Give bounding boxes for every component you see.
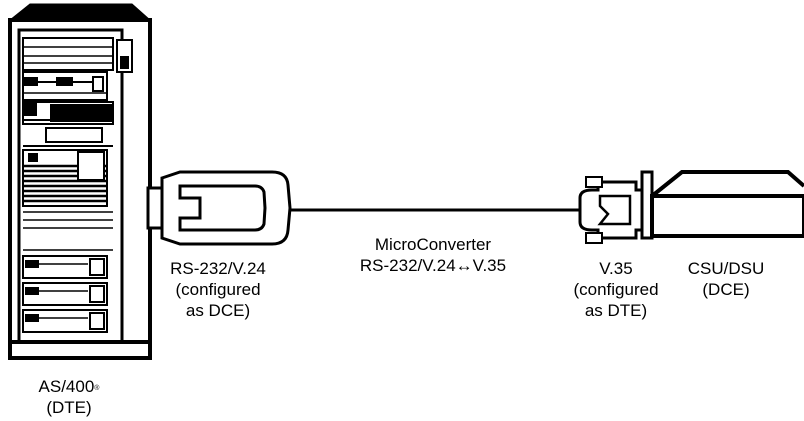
v35-line1: V.35: [599, 259, 633, 278]
csudsu-line1: CSU/DSU: [687, 259, 765, 278]
rs232-flange: [146, 186, 164, 230]
csu-dsu-face: [650, 194, 804, 238]
rs232-plug: [178, 184, 267, 232]
tower-drive-bay: [22, 149, 108, 207]
v35-line3: as DTE): [584, 301, 648, 320]
tower-disk-3: [22, 309, 108, 333]
rs232-line3: as DCE): [185, 301, 251, 320]
v35-inner: [597, 194, 632, 226]
as400-role: (DTE): [46, 398, 92, 417]
v35-connector: [578, 170, 654, 244]
registered-mark: ®: [94, 385, 100, 392]
as400-name: AS/400: [38, 377, 95, 396]
csudsu-label: CSU/DSU (DCE): [676, 258, 776, 300]
tower-plinth: [8, 340, 152, 360]
tower-top-cap: [8, 3, 152, 21]
as400-label: AS/400® (DTE): [18, 376, 120, 418]
microconverter-line1: MicroConverter: [374, 235, 492, 254]
rs232-line2: (configured: [175, 280, 261, 299]
microconverter-line2: RS-232/V.24↔V.35: [359, 256, 507, 275]
tower-unit-1: [22, 37, 114, 71]
tower-disk-2: [22, 282, 108, 306]
as400-name-line: AS/400®: [18, 376, 120, 397]
rs232-line1: RS-232/V.24: [170, 259, 266, 278]
rs232-label: RS-232/V.24 (configured as DCE): [154, 258, 282, 321]
tower-slot: [45, 127, 103, 143]
as400-tower: [8, 3, 152, 360]
csu-dsu-device: [650, 170, 804, 238]
v35-label: V.35 (configured as DTE): [556, 258, 676, 321]
v35-thumbscrew-top: [585, 176, 603, 188]
csudsu-line2: (DCE): [702, 280, 750, 299]
tower-disk-1: [22, 255, 108, 279]
v35-thumbscrew-bottom: [585, 232, 603, 244]
microconverter-label: MicroConverter RS-232/V.24↔V.35: [338, 234, 528, 276]
rs232-connector: [146, 170, 292, 246]
v35-line2: (configured: [573, 280, 659, 299]
